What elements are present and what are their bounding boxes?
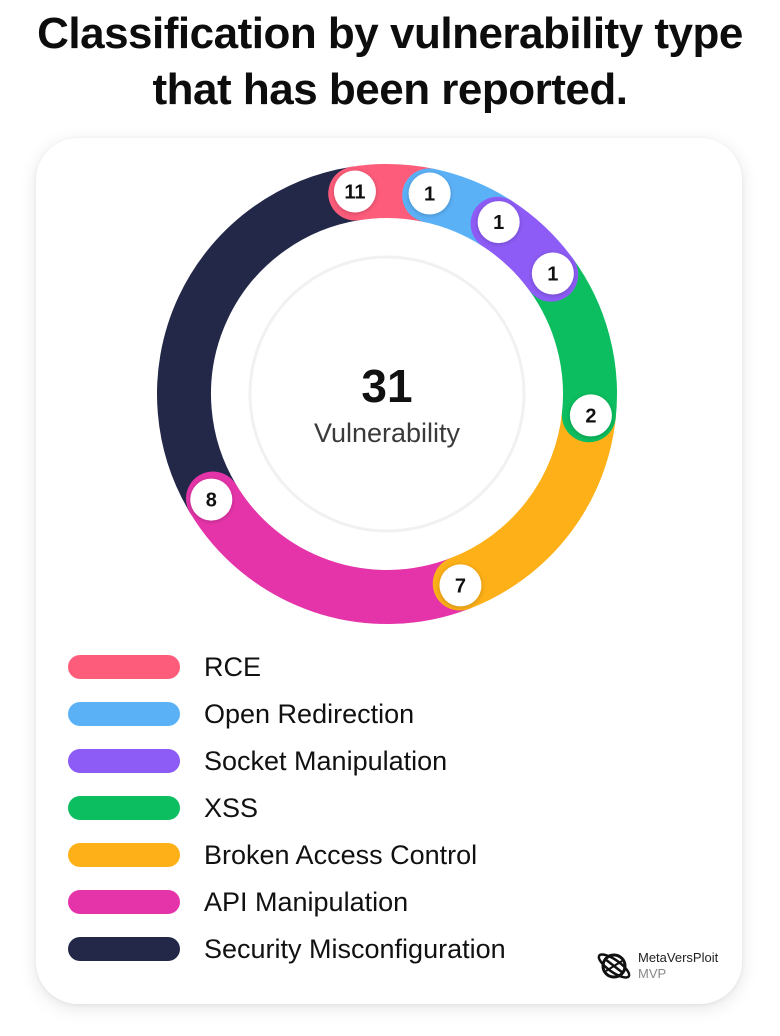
legend-label: Socket Manipulation: [204, 746, 448, 776]
value-badge: 8: [190, 478, 233, 521]
planet-orbit-icon: [597, 953, 631, 979]
chart-title: Classification by vulnerability type tha…: [0, 6, 780, 118]
legend-label: XSS: [204, 793, 259, 823]
value-label: 7: [455, 575, 466, 597]
legend-swatch: [68, 702, 180, 726]
center-total: 31: [361, 360, 413, 412]
value-label: 1: [424, 183, 435, 205]
legend-label: Broken Access Control: [204, 840, 478, 870]
value-label: 1: [547, 264, 558, 286]
value-badge: 1: [531, 252, 574, 295]
value-label: 11: [344, 182, 365, 204]
legend-label: Security Misconfiguration: [204, 934, 506, 964]
logo-name: MetaVersPloit: [638, 950, 719, 965]
value-label: 8: [206, 490, 217, 512]
value-badge: 1: [408, 172, 451, 215]
legend-swatch: [68, 843, 180, 867]
donut-inner-disc: [248, 255, 526, 533]
donut-segment-broken-access-control: [432, 388, 616, 611]
legend-swatch: [68, 796, 180, 820]
title-line-2: that has been reported.: [152, 65, 628, 114]
legend-label: API Manipulation: [204, 887, 409, 917]
value-badge: 7: [439, 564, 482, 607]
center-label: Vulnerability: [313, 418, 461, 448]
value-badge: 11: [333, 170, 376, 213]
title-line-1: Classification by vulnerability type: [37, 9, 743, 58]
legend-swatch: [68, 655, 180, 679]
value-label: 2: [585, 405, 596, 427]
brand-logo: MetaVersPloit MVP: [596, 946, 736, 990]
value-badge: 2: [569, 394, 612, 437]
legend-swatch: [68, 749, 180, 773]
donut-segment-api-manipulation: [185, 471, 487, 624]
logo-sub: MVP: [638, 966, 667, 981]
value-label: 1: [493, 212, 504, 234]
donut-segment-security-misconfiguration: [157, 166, 383, 526]
value-badge: 1: [477, 201, 520, 244]
legend-label: Open Redirection: [204, 699, 415, 729]
legend-swatch: [68, 937, 180, 961]
legend-label: RCE: [204, 652, 262, 682]
legend-swatch: [68, 890, 180, 914]
